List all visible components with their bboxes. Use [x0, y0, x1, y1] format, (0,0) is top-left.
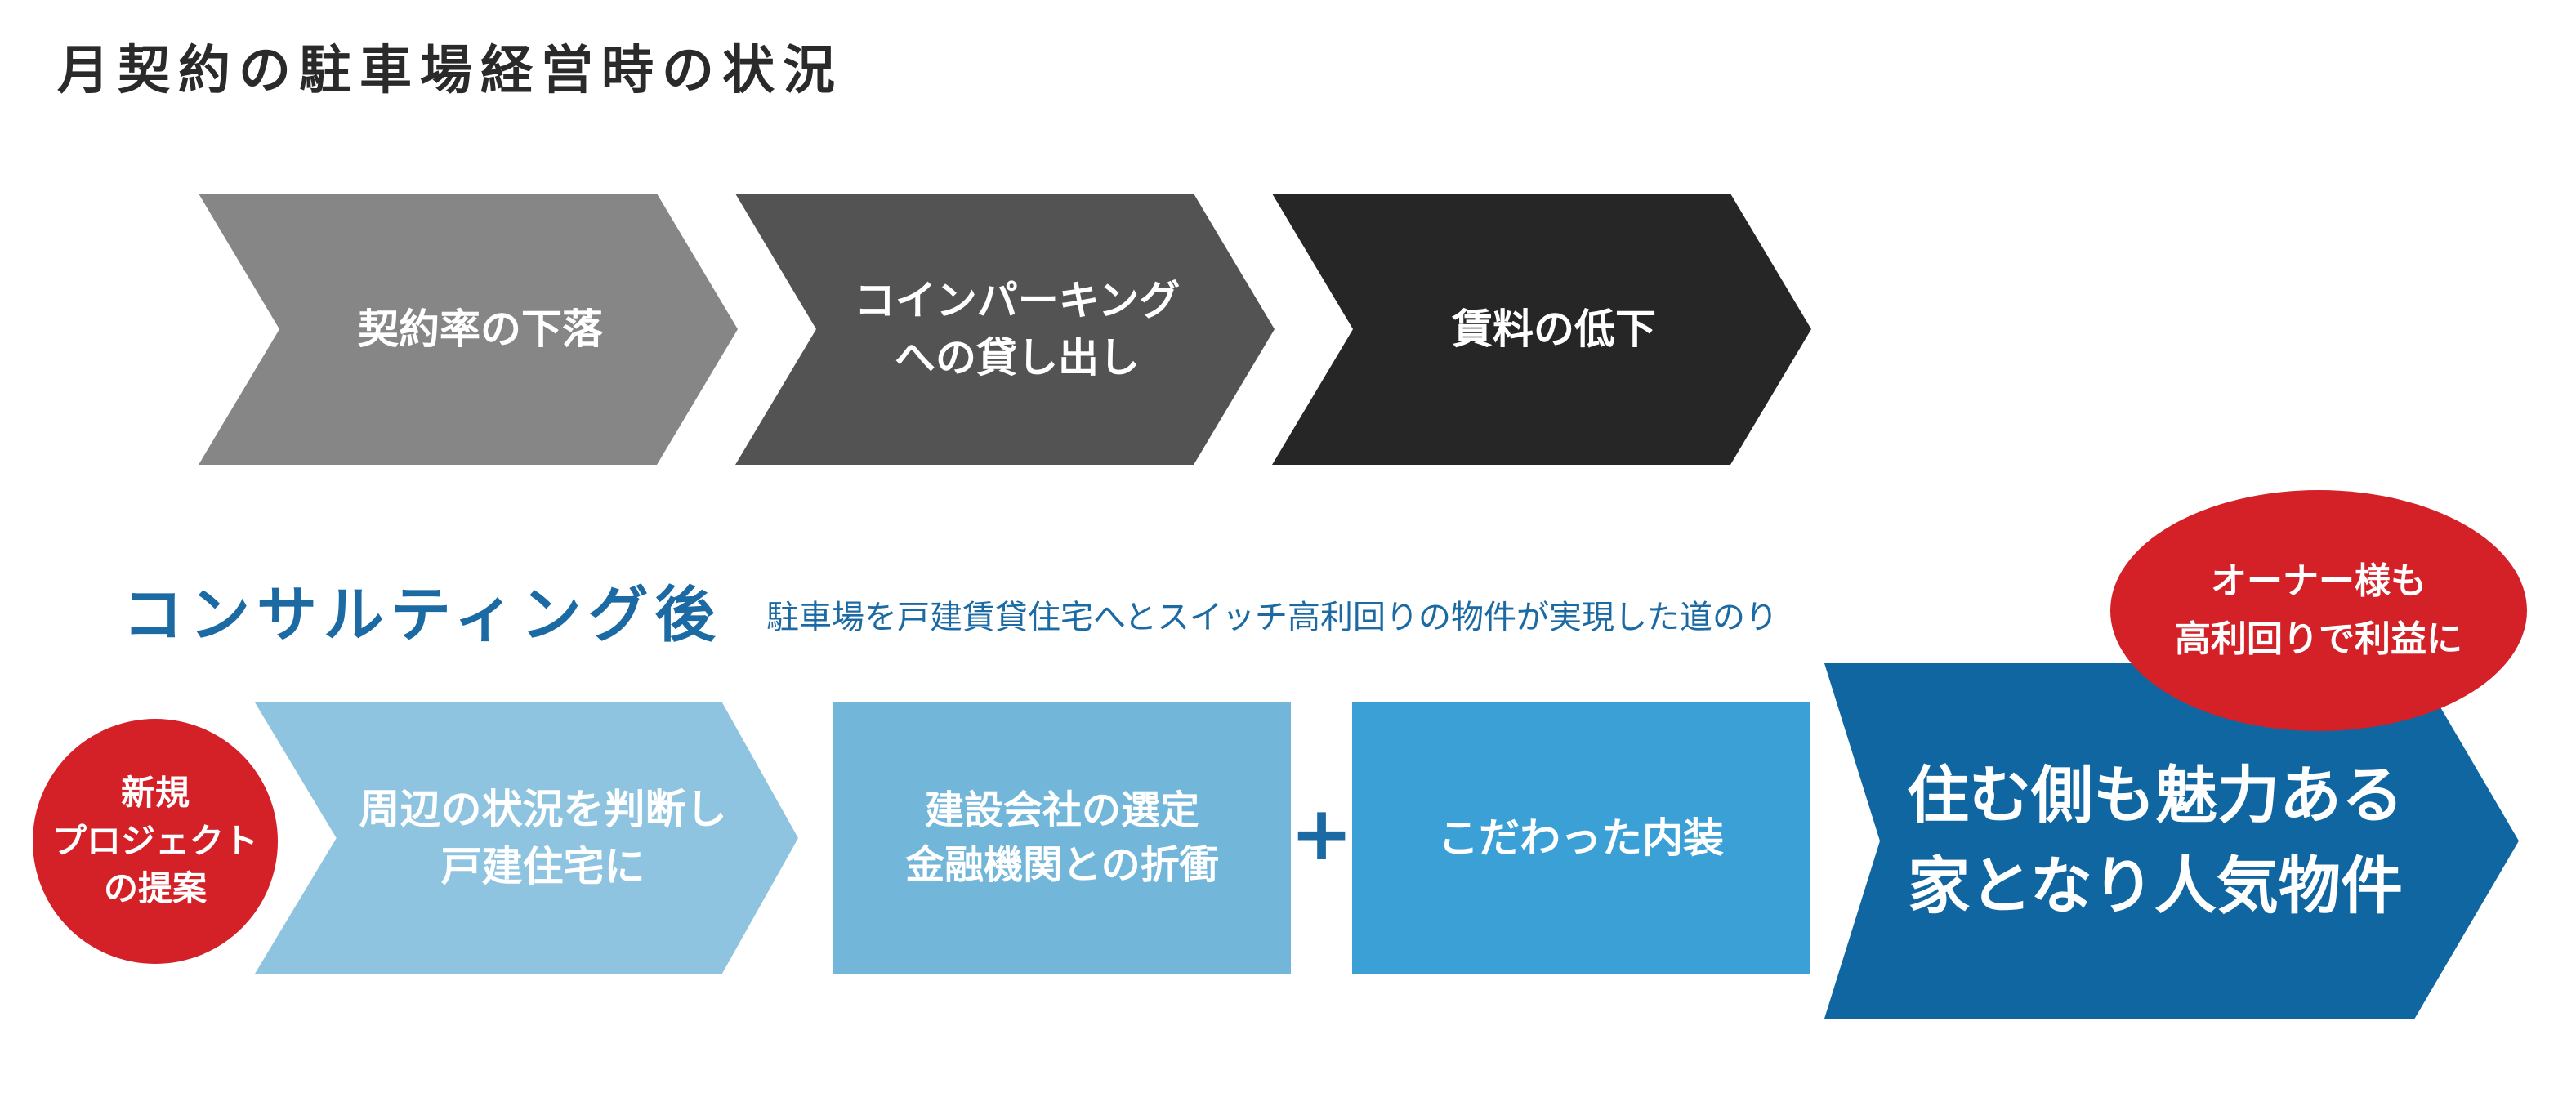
before-step-contract-rate: 契約率の下落	[199, 194, 738, 465]
after-step-label: こだわった内装	[1438, 814, 1724, 862]
new-project-badge: 新規 プロジェクト の提案	[33, 719, 278, 964]
after-step-judge-surroundings: 周辺の状況を判断し 戸建住宅に	[255, 702, 798, 974]
before-step-label: 賃料の低下	[1452, 305, 1656, 353]
result-label: 住む側も魅力ある 家となり人気物件	[1907, 759, 2404, 922]
after-step-label: 周辺の状況を判断し 戸建住宅に	[359, 786, 727, 890]
page-title: 月契約の駐車場経営時の状況	[57, 41, 843, 101]
before-step-coin-parking: コインパーキング への貸し出し	[735, 194, 1275, 465]
owner-profit-badge-label: オーナー様も 高利回りで利益に	[2175, 560, 2462, 660]
before-step-label: 契約率の下落	[358, 305, 603, 353]
consulting-heading: コンサルティング後	[123, 580, 722, 650]
new-project-badge-label: 新規 プロジェクト の提案	[51, 772, 258, 909]
consulting-subheading: 駐車場を戸建賃貸住宅へとスイッチ高利回りの物件が実現した道のり	[766, 599, 1778, 636]
after-step-interior: こだわった内装	[1352, 702, 1810, 974]
plus-sign: +	[1289, 789, 1354, 877]
after-step-contractor-finance: 建設会社の選定 金融機関との折衝	[833, 702, 1291, 974]
result-arrow: 住む側も魅力ある 家となり人気物件	[1824, 663, 2519, 1019]
owner-profit-badge: オーナー様も 高利回りで利益に	[2110, 490, 2527, 731]
after-step-label: 建設会社の選定 金融機関との折衝	[905, 787, 1219, 888]
before-step-rent-decline: 賃料の低下	[1272, 194, 1811, 465]
before-step-label: コインパーキング への貸し出し	[854, 277, 1181, 381]
